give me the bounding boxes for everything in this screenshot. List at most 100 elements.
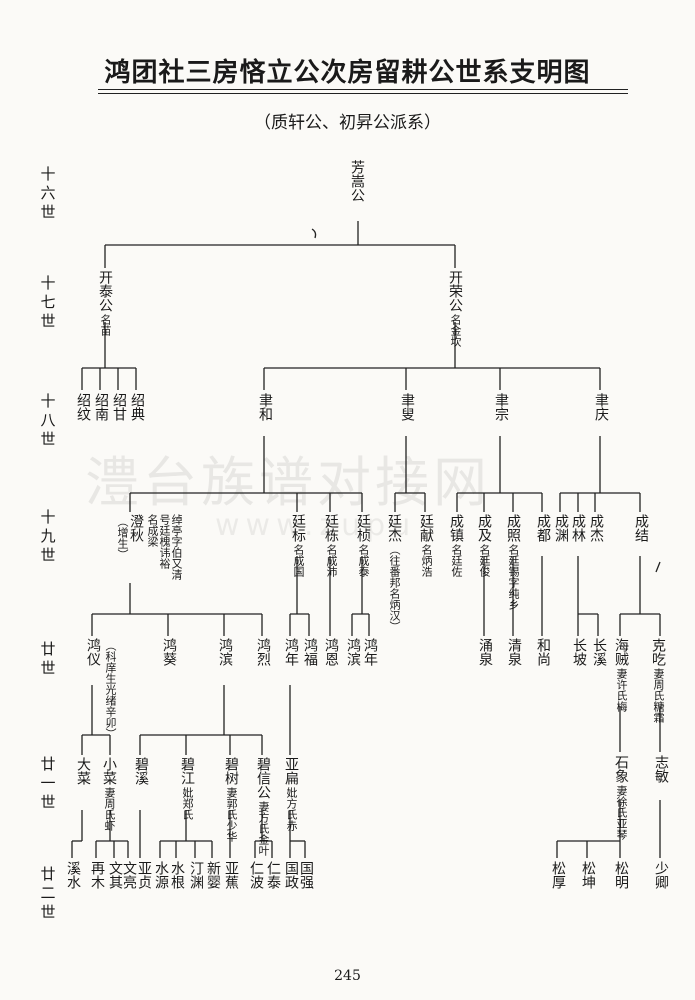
person-shaodian: 绍典	[129, 393, 145, 421]
person-name: 清泉	[506, 638, 522, 666]
person-name: 绍南	[93, 393, 109, 421]
person-hongbin: 鸿滨	[217, 638, 233, 666]
person-hongfu: 鸿福	[302, 638, 318, 666]
person-name: 碧树	[223, 757, 239, 785]
person-songhou: 松厚	[550, 861, 566, 889]
person-name: 芳嵩公	[349, 160, 365, 202]
person-yusou: 聿叟	[399, 393, 415, 421]
page-title: 鸿团社三房悋立公次房留耕公世系支明图	[104, 58, 591, 88]
person-hongbin-2: 鸿滨	[345, 638, 361, 666]
person-xinying: 新婴	[205, 861, 221, 889]
person-note: 名廷锡字纯乡	[507, 544, 520, 610]
person-songkun: 松坤	[580, 861, 596, 889]
title-underline	[98, 89, 628, 90]
person-shaowen: 绍纹	[75, 393, 91, 421]
person-name: 碧江	[179, 757, 195, 785]
person-name: 聿宗	[493, 393, 509, 421]
person-name: 鸿福	[302, 638, 318, 666]
person-name: 石象	[613, 755, 629, 783]
person-name: 松厚	[550, 861, 566, 889]
person-chengdu: 成都	[535, 514, 551, 542]
generation-label-22: 廿二世	[40, 865, 56, 921]
person-hongyi-note: （科庠生光绪辛卯）	[102, 638, 118, 739]
person-chengzhao: 成照名廷锡字纯乡	[505, 514, 521, 610]
person-tingzhen: 廷桢名成泰	[355, 514, 371, 577]
person-note: （增生）	[116, 516, 129, 560]
person-name: 松明	[613, 861, 629, 889]
person-name: 开荣公	[447, 270, 463, 312]
generation-label-17: 十七世	[40, 274, 56, 330]
person-note: 名炳浩	[420, 544, 433, 577]
person-note: 名金坎	[449, 314, 462, 347]
person-tingyuan: 汀渊	[188, 861, 204, 889]
person-qingquan: 清泉	[506, 638, 522, 666]
person-note: 妻徐氏亚琴	[615, 785, 628, 840]
person-name: 廷献	[418, 514, 434, 542]
person-name: 澄秋	[128, 514, 144, 542]
person-note: 妣郑氏	[181, 787, 194, 820]
person-changpo: 长坡	[571, 638, 587, 666]
person-name: 松坤	[580, 861, 596, 889]
person-chengqiu: 澄秋	[128, 514, 144, 542]
person-note: （往番邦名炳汉）	[388, 544, 401, 632]
person-name: 成照	[505, 514, 521, 542]
person-hongnian: 鸿年	[283, 638, 299, 666]
person-bixi: 碧溪	[133, 757, 149, 785]
person-name: 成及	[476, 514, 492, 542]
generation-label-20: 廿 世	[40, 640, 56, 677]
person-shuigen: 水根	[169, 861, 185, 889]
person-note: 妻郭氏少华	[225, 787, 238, 842]
generation-label-16: 十六世	[40, 165, 56, 221]
person-songming: 松明	[613, 861, 629, 889]
person-yuqing: 聿庆	[593, 393, 609, 421]
person-guozheng: 国政	[283, 861, 299, 889]
person-name: 碧溪	[133, 757, 149, 785]
person-name: 长溪	[591, 638, 607, 666]
person-tingbiao: 廷标名成国	[290, 514, 306, 577]
person-name: 开泰公	[97, 270, 113, 312]
person-xiaocai: 小菜妻周氏虾	[101, 757, 117, 831]
person-chengjie: 成杰	[588, 514, 604, 542]
person-name: 成林	[570, 514, 586, 542]
person-note: 号廷槐讳裕	[158, 514, 171, 569]
person-tingdong: 廷栋名成沛	[323, 514, 339, 577]
person-note: 名成国	[292, 544, 305, 577]
person-name: 廷标	[290, 514, 306, 542]
person-tingxian: 廷献名炳浩	[418, 514, 434, 577]
person-name: 和尚	[535, 638, 551, 666]
person-note: 绰亭字伯又清	[170, 514, 183, 580]
person-zaimu: 再木	[89, 861, 105, 889]
person-name: 少卿	[653, 861, 669, 889]
person-zhimin: 志敏	[653, 755, 669, 783]
title-underline-2	[98, 93, 628, 94]
person-honglie: 鸿烈	[255, 638, 271, 666]
person-name: 聿庆	[593, 393, 609, 421]
person-name: 鸿年	[283, 638, 299, 666]
person-name: 廷栋	[323, 514, 339, 542]
person-rentai: 仁泰	[265, 861, 281, 889]
person-hongnian-2: 鸿年	[362, 638, 378, 666]
person-chengji: 成及名廷俊	[476, 514, 492, 577]
page-number: 245	[334, 968, 361, 984]
person-changxi: 长溪	[591, 638, 607, 666]
person-note: 妻许氏梅	[615, 668, 628, 712]
person-dacai: 大菜	[75, 757, 91, 785]
person-renbo: 仁波	[248, 861, 264, 889]
person-hongen: 鸿恩	[323, 638, 339, 666]
person-name: 新婴	[205, 861, 221, 889]
person-name: 小菜	[101, 757, 117, 785]
person-tingjie: 廷杰（往番邦名炳汉）	[386, 514, 402, 632]
person-note: 妻周氏虾	[103, 787, 116, 831]
person-name: 亚扁	[283, 757, 299, 785]
person-name: 仁泰	[265, 861, 281, 889]
person-shuiyuan: 水源	[153, 861, 169, 889]
person-note: 名廷俊	[478, 544, 491, 577]
person-wenliang: 文亮	[121, 861, 137, 889]
person-name: 水根	[169, 861, 185, 889]
person-name: 成镇	[448, 514, 464, 542]
person-name: 志敏	[653, 755, 669, 783]
person-wenqi: 文其	[107, 861, 123, 889]
person-name: 聿和	[257, 393, 273, 421]
person-name: 鸿恩	[323, 638, 339, 666]
person-kaitai: 开泰公名苗	[97, 270, 113, 336]
